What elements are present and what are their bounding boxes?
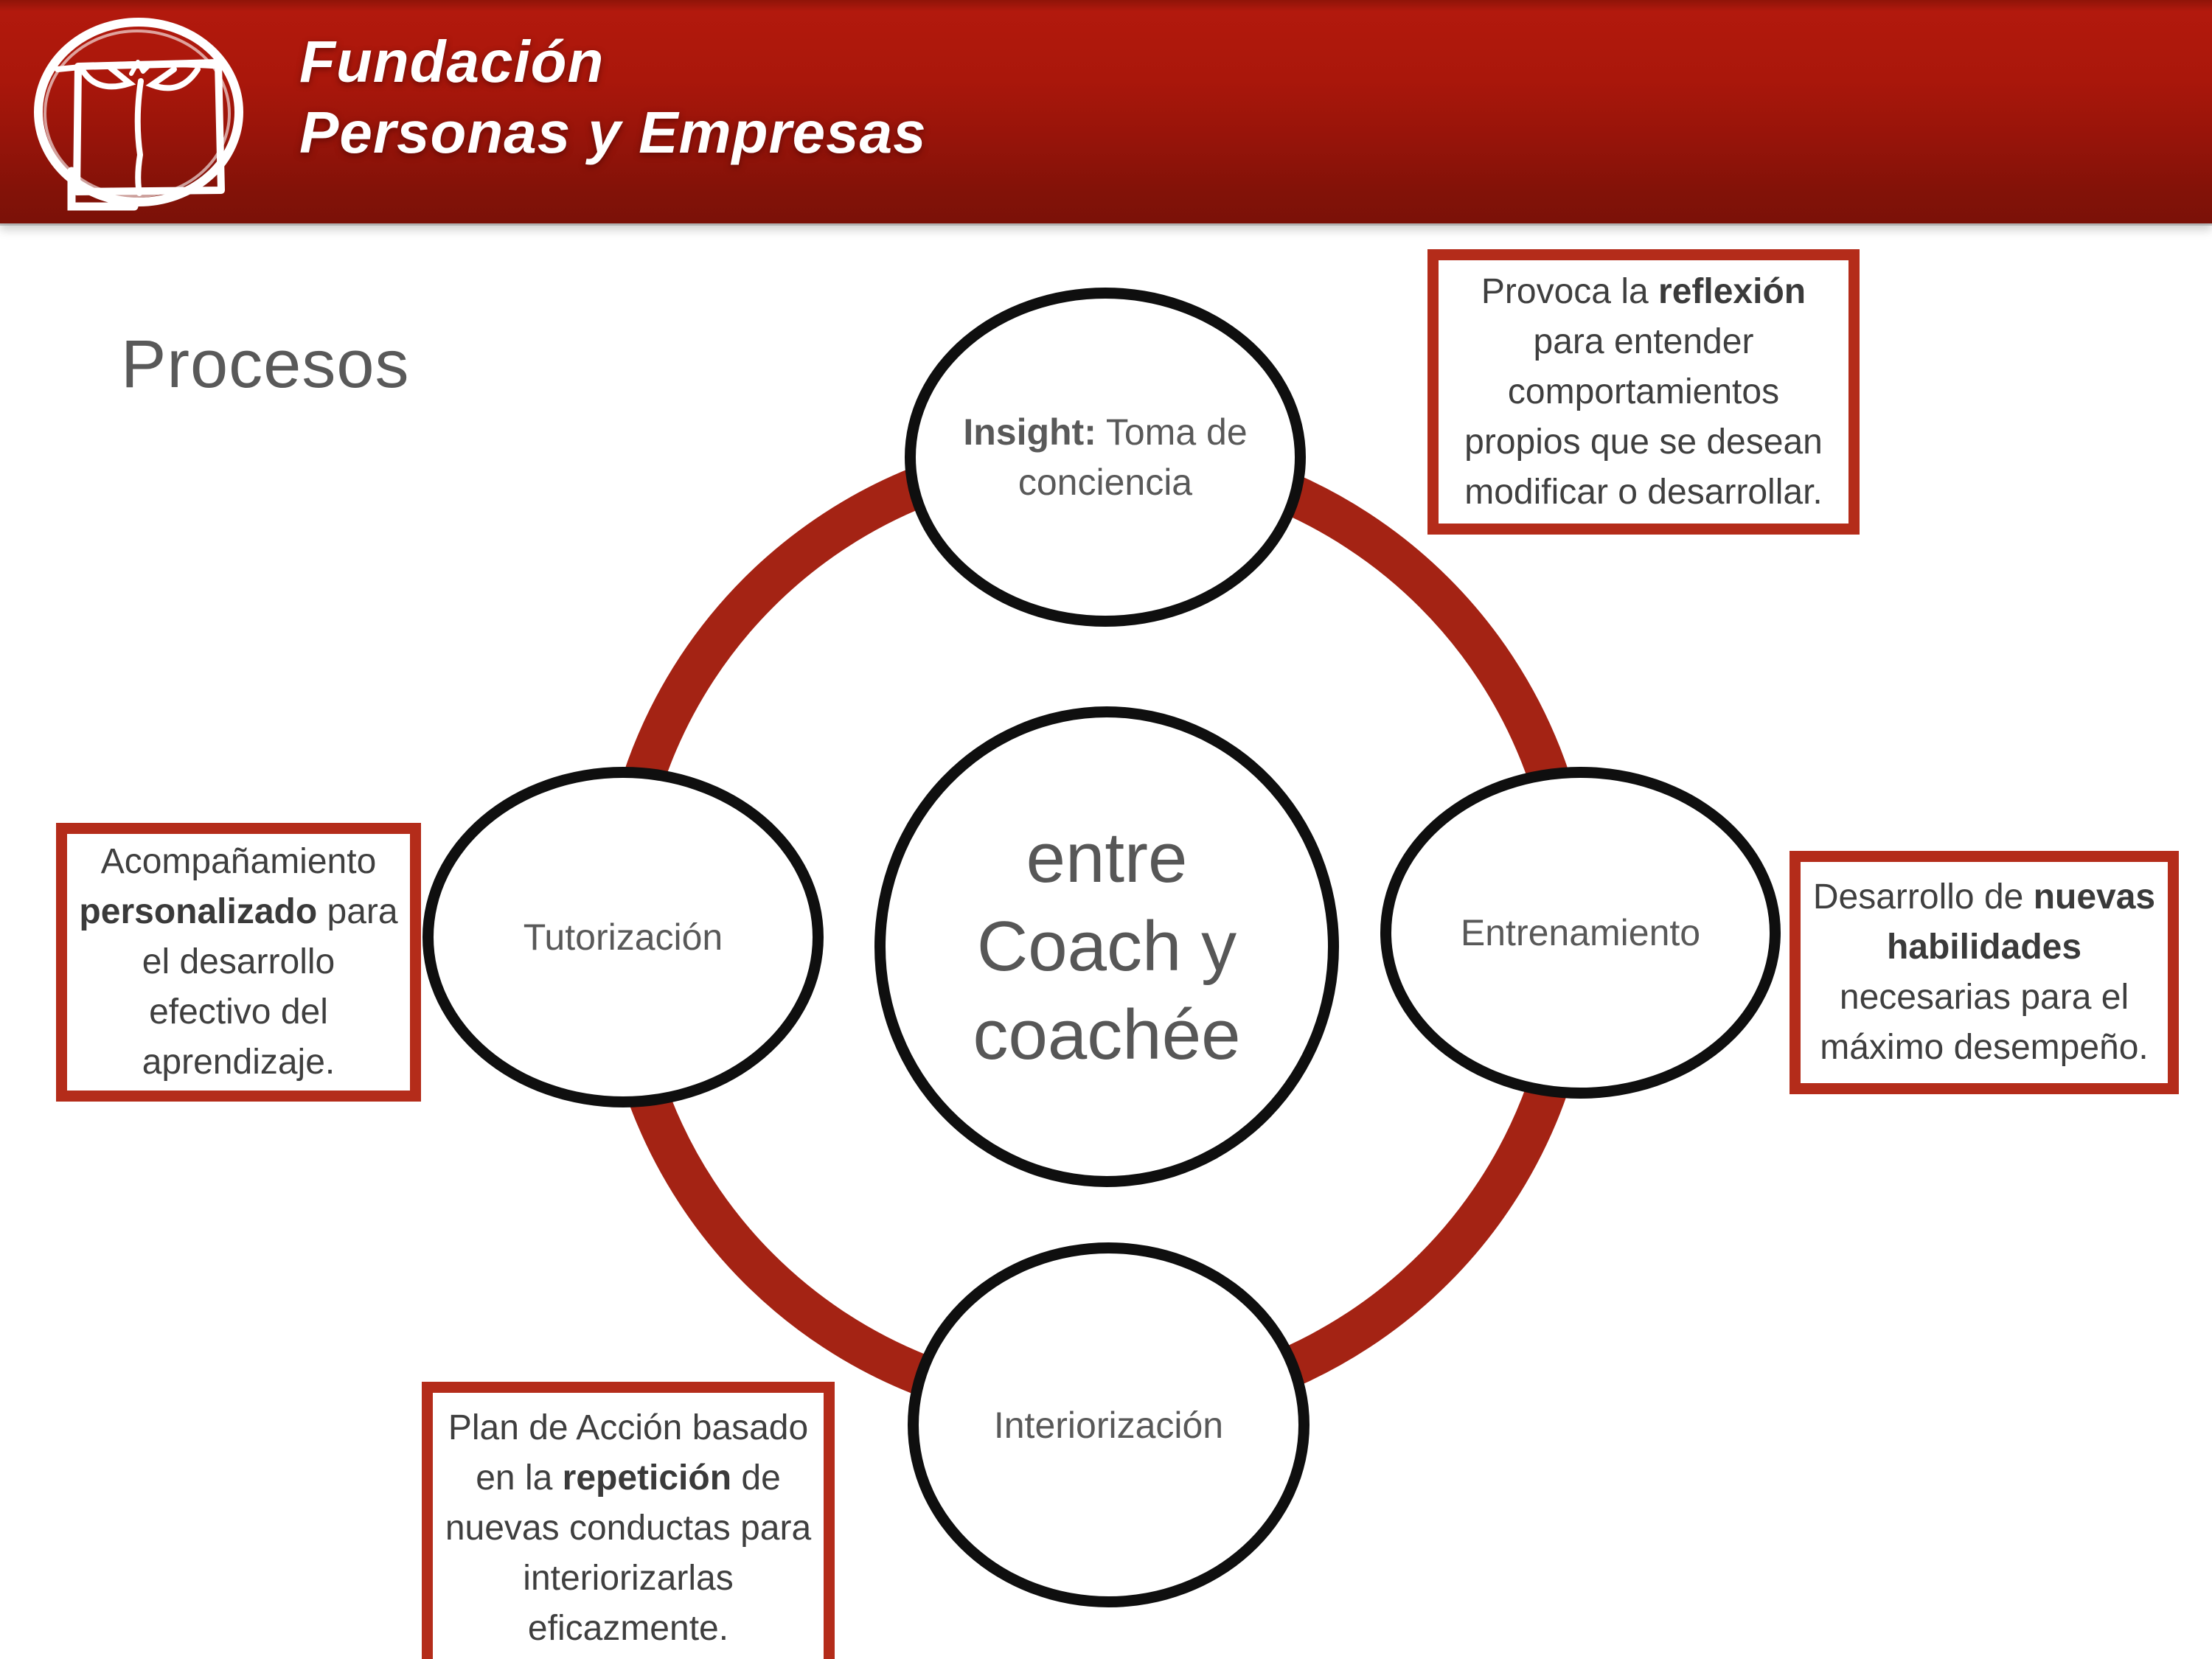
callout-insight-text: Provoca la reflexión para entender compo…	[1464, 271, 1823, 512]
page-title: Procesos	[121, 327, 410, 402]
callout-interiorizacion-text: Plan de Acción basado en la repetición d…	[445, 1408, 812, 1648]
node-entrenamiento: Entrenamiento	[1380, 767, 1781, 1099]
node-tutorizacion-label: Tutorización	[523, 917, 723, 958]
node-interiorizacion: Interiorización	[908, 1242, 1310, 1607]
callout-insight: Provoca la reflexión para entender compo…	[1427, 249, 1860, 535]
node-insight-label: Insight: Toma de conciencia	[963, 411, 1248, 503]
callout-tutorizacion: Acompañamiento personalizado para el des…	[56, 823, 421, 1102]
callout-interiorizacion: Plan de Acción basado en la repetición d…	[422, 1382, 835, 1659]
callout-entrenamiento: Desarrollo de nuevas habilidades necesar…	[1790, 851, 2179, 1094]
node-tutorizacion: Tutorización	[422, 767, 824, 1107]
brand-name: Fundación Personas y Empresas	[299, 27, 927, 168]
node-center-label: entre Coach y coachée	[973, 818, 1241, 1074]
node-interiorizacion-label: Interiorización	[993, 1404, 1224, 1446]
foundation-logo-icon	[34, 18, 243, 211]
callout-tutorizacion-text: Acompañamiento personalizado para el des…	[79, 842, 398, 1082]
node-entrenamiento-label: Entrenamiento	[1460, 912, 1701, 953]
brand-line-1: Fundación	[299, 29, 605, 94]
node-center-coach-coachee: entre Coach y coachée	[874, 706, 1339, 1187]
brand-line-2: Personas y Empresas	[299, 100, 927, 165]
node-insight: Insight: Toma de conciencia	[905, 288, 1306, 627]
header-banner: Fundación Personas y Empresas	[0, 0, 2212, 223]
callout-entrenamiento-text: Desarrollo de nuevas habilidades necesar…	[1812, 877, 2156, 1067]
